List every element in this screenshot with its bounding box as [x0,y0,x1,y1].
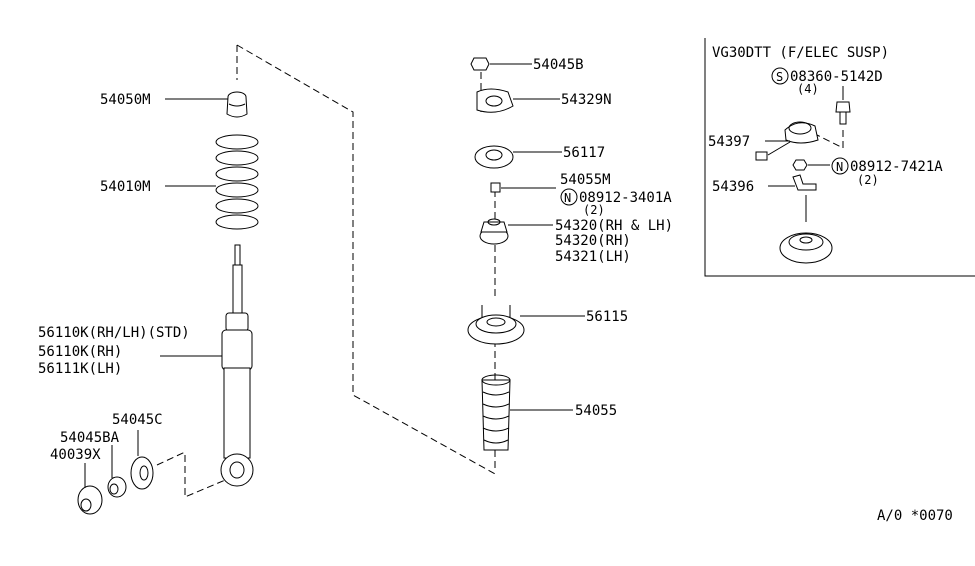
label-mount-rhlh: 54320(RH & LH) [555,218,673,234]
s-symbol-icon [771,67,789,85]
label-bump-stopper: 54050M [100,92,151,108]
label-nut-b: 54045B [533,57,584,73]
inset-title: VG30DTT (F/ELEC SUSP) [712,45,889,61]
label-bolt-part: 08360-5142D [790,69,883,85]
label-inset-nut-part: 08912-7421A [850,159,943,175]
leader-line [84,430,139,488]
label-strut-mount: 56115 [586,309,628,325]
plate-part [476,88,514,113]
nut-part [470,57,490,71]
bushing-x-part [77,485,103,515]
label-nut-m-part: 08912-3401A [579,190,672,206]
label-seat: 56117 [563,145,605,161]
dust-boot-part [481,374,511,451]
label-mount-lh: 54321(LH) [555,249,631,265]
n-symbol-icon [560,188,578,206]
washer-part [130,456,154,490]
inset-strut-mount-part [779,232,833,264]
label-washer: 54045C [112,412,163,428]
bump-stopper-part [226,91,248,118]
label-shock-lh: 56111K(LH) [38,361,122,377]
assembly-guide-line [814,130,844,149]
shock-absorber-part [220,244,254,487]
label-shock-std: 56110K(RH/LH)(STD) [38,325,190,341]
label-dust-boot: 54055 [575,403,617,419]
bushing-ba-part [107,476,127,498]
label-bushing-x: 40039X [50,447,101,463]
assembly-guide-line [156,44,498,498]
coil-spring-part [215,134,259,230]
label-coil-spring: 54010M [100,179,151,195]
label-actuator: 54397 [708,134,750,150]
inset-nut-part [792,159,808,171]
n-symbol: N [564,191,571,205]
bolt-part [835,101,851,125]
strut-mount-part [467,305,525,345]
inset-frame [704,38,975,277]
n-symbol-icon [831,157,849,175]
actuator-part [755,121,819,161]
label-nut-m: 54055M [560,172,611,188]
nut-m-part [490,182,501,193]
label-bolt-qty: (4) [797,82,819,96]
n-symbol: N [836,160,843,174]
label-bracket: 54396 [712,179,754,195]
label-shock-rh: 56110K(RH) [38,344,122,360]
label-nut-m-qty: (2) [583,203,605,217]
label-inset-nut-qty: (2) [857,173,879,187]
seat-part [474,145,514,169]
bracket-part [792,174,817,222]
label-mount-rh: 54320(RH) [555,233,631,249]
s-symbol: S [776,70,783,84]
label-plate: 54329N [561,92,612,108]
label-bushing-ba: 54045BA [60,430,120,446]
mount-insulator-part [479,218,509,245]
diagram-code: A/0 *0070 [877,508,953,524]
